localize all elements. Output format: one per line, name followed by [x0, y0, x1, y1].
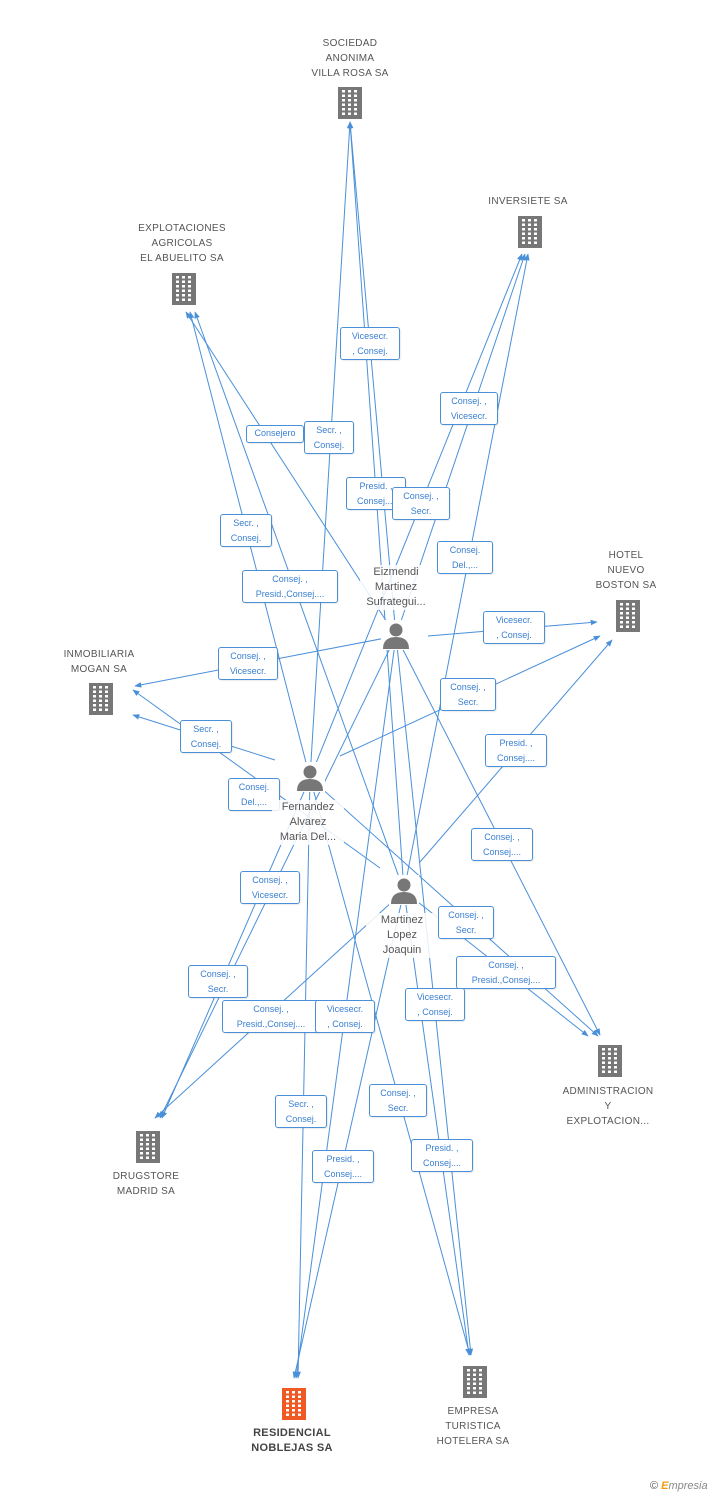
relationship-label[interactable]: Consej. Del.,... — [437, 541, 493, 574]
relationship-label[interactable]: Consej. , Vicesecr. — [240, 871, 300, 904]
company-label-turistica: EMPRESA TURISTICA HOTELERA SA — [436, 1406, 510, 1447]
relationship-label[interactable]: Consej. , Secr. — [392, 487, 450, 520]
company-label-boston: HOTEL NUEVO BOSTON SA — [595, 550, 657, 591]
building-icon[interactable] — [338, 87, 362, 119]
logo-text: mpresia — [668, 1480, 708, 1492]
person-label-fernandez: Fernandez Alvarez Maria Del... — [272, 800, 344, 845]
relationship-label[interactable]: Secr. , Consej. — [220, 514, 272, 547]
logo-initial: E — [661, 1480, 669, 1492]
person-icon[interactable] — [389, 875, 419, 905]
building-icon[interactable] — [598, 1045, 622, 1077]
relationship-edge — [347, 121, 397, 637]
relationship-label[interactable]: Consejero — [246, 425, 304, 443]
building-icon[interactable] — [282, 1388, 306, 1420]
relationship-edge — [309, 777, 472, 1356]
relationship-edge — [403, 890, 471, 1356]
relationship-label[interactable]: Secr. , Consej. — [304, 421, 354, 454]
person-label-eizmendi: Eizmendi Martinez Sufrategui... — [360, 565, 432, 610]
building-icon[interactable] — [136, 1131, 160, 1163]
relationship-label[interactable]: Consej. , Secr. — [369, 1084, 427, 1117]
relationship-label[interactable]: Presid. , Consej.... — [411, 1139, 473, 1172]
building-icon[interactable] — [172, 273, 196, 305]
building-icon[interactable] — [89, 683, 113, 715]
relationship-label[interactable]: Consej. , Vicesecr. — [218, 647, 278, 680]
icons-layer — [89, 87, 640, 1420]
relationship-label[interactable]: Consej. , Vicesecr. — [440, 392, 498, 425]
company-label-inversiete: INVERSIETE SA — [488, 196, 568, 207]
company-label-residencial: RESIDENCIAL NOBLEJAS SA — [251, 1427, 333, 1454]
company-label-admin: ADMINISTRACION Y EXPLOTACION... — [562, 1086, 654, 1127]
relationship-label[interactable]: Presid. , Consej.... — [485, 734, 547, 767]
building-icon[interactable] — [616, 600, 640, 632]
relationship-label[interactable]: Vicesecr. , Consej. — [483, 611, 545, 644]
relationship-edge — [292, 890, 405, 1379]
relationship-label[interactable]: Vicesecr. , Consej. — [405, 988, 465, 1021]
relationship-label[interactable]: Secr. , Consej. — [275, 1095, 327, 1128]
relationship-label[interactable]: Vicesecr. , Consej. — [340, 327, 400, 360]
relationship-label[interactable]: Consej. Del.,... — [228, 778, 280, 811]
copyright-symbol: © — [650, 1480, 659, 1492]
company-label-mogan: INMOBILIARIA MOGAN SA — [63, 649, 135, 675]
relationship-label[interactable]: Consej. , Secr. — [440, 678, 496, 711]
building-icon[interactable] — [463, 1366, 487, 1398]
person-label-martinez: Martinez Lopez Joaquin — [366, 913, 438, 958]
company-label-villarosa: SOCIEDAD ANONIMA VILLA ROSA SA — [311, 38, 389, 79]
relationship-label[interactable]: Consej. , Presid.,Consej.... — [456, 956, 556, 989]
person-icon[interactable] — [381, 620, 411, 650]
company-label-drugstore: DRUGSTORE MADRID SA — [112, 1171, 180, 1197]
relationship-label[interactable]: Consej. , Presid.,Consej.... — [222, 1000, 320, 1033]
relationship-label[interactable]: Consej. , Secr. — [438, 906, 494, 939]
empresia-logo: ©Empresia — [650, 1480, 708, 1492]
relationship-label[interactable]: Consej. , Presid.,Consej.... — [242, 570, 338, 603]
relationship-label[interactable]: Presid. , Consej.... — [312, 1150, 374, 1183]
person-icon[interactable] — [295, 762, 325, 792]
relationship-label[interactable]: Vicesecr. , Consej. — [315, 1000, 375, 1033]
relationship-label[interactable]: Secr. , Consej. — [180, 720, 232, 753]
building-icon[interactable] — [518, 216, 542, 248]
company-label-abuelito: EXPLOTACIONES AGRICOLAS EL ABUELITO SA — [138, 223, 226, 264]
relationship-label[interactable]: Consej. , Secr. — [188, 965, 248, 998]
relationship-label[interactable]: Consej. , Consej.... — [471, 828, 533, 861]
relationship-edge — [295, 777, 311, 1379]
